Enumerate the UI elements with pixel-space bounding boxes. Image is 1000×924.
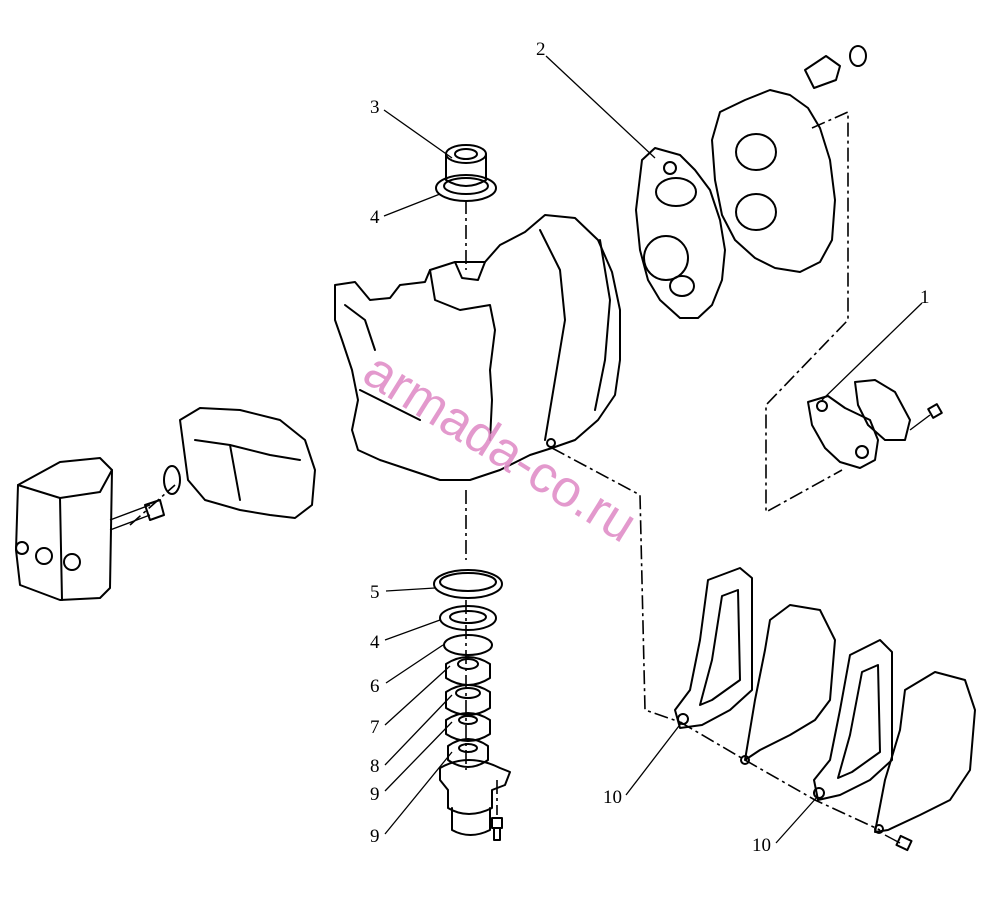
thermostat-housing-top: [435, 144, 497, 202]
side-plates: [674, 567, 976, 852]
callouts: 2 3 4 1 5 4 6 7 8 9 9 10 10: [370, 39, 930, 856]
callout-6: 6: [370, 676, 380, 697]
callout-9-upper: 9: [370, 784, 380, 805]
left-cover-assembly: [15, 407, 316, 601]
callout-4-upper: 4: [370, 207, 380, 228]
callout-10-left: 10: [603, 787, 622, 808]
callout-8: 8: [370, 756, 380, 777]
callout-3: 3: [370, 97, 380, 118]
callout-10-right: 10: [752, 835, 771, 856]
right-flange-assembly: [807, 379, 943, 469]
callout-1: 1: [920, 287, 930, 308]
callout-9-lower: 9: [370, 826, 380, 847]
callout-7: 7: [370, 717, 380, 738]
lower-seal-stack: [433, 569, 511, 841]
leader-lines: [383, 55, 923, 844]
callout-4-lower: 4: [370, 632, 380, 653]
engine-block: [334, 214, 621, 481]
upper-right-cover-assembly: [635, 45, 867, 319]
callout-2: 2: [536, 39, 546, 60]
callout-5: 5: [370, 582, 380, 603]
